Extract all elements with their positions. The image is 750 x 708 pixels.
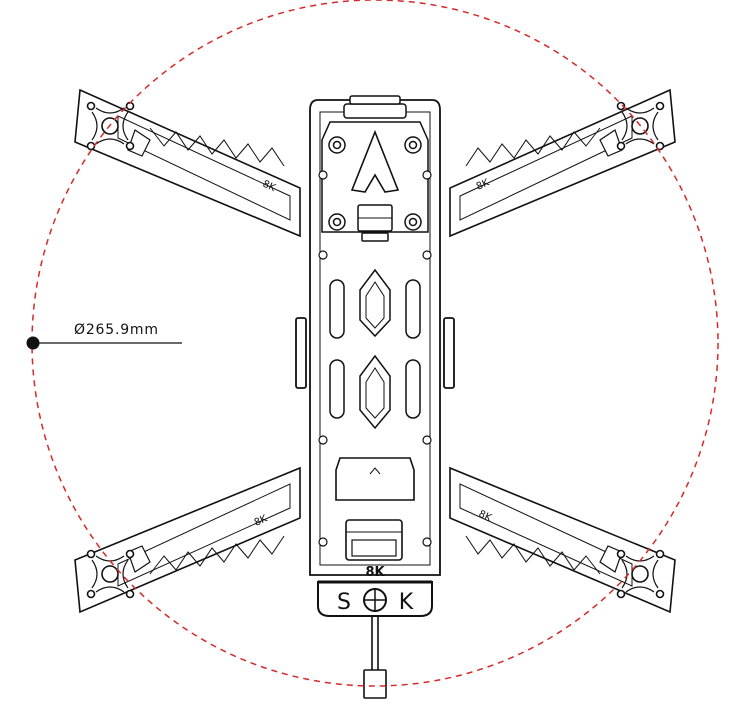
arm-rear-left — [74, 466, 301, 614]
top-plate — [321, 95, 429, 242]
arm-rear-right — [449, 466, 676, 614]
arm-marking-rear-left: 8K — [253, 513, 270, 528]
antenna-connector — [363, 616, 387, 699]
arm-front-left — [74, 88, 301, 238]
motor-mount-front-right — [616, 101, 665, 151]
plate-letter-right: K — [399, 590, 414, 615]
arm-front-right — [449, 88, 676, 238]
dimension-leader — [26, 336, 182, 350]
arm-marking-front-right: 8K — [475, 177, 492, 192]
plate-letter-left: S — [337, 590, 351, 615]
motor-mount-front-left — [86, 101, 135, 151]
frame-marking: 8K — [365, 565, 385, 580]
arm-marking-rear-right: 8K — [477, 509, 494, 524]
tail-plate — [317, 580, 433, 617]
dimension-label: Ø265.9mm — [74, 322, 159, 338]
mount-holes — [318, 170, 432, 547]
arm-marking-front-left: 8K — [261, 179, 278, 194]
battery-slot — [335, 457, 415, 501]
camera-mount — [345, 519, 403, 561]
plate-cutouts — [329, 268, 421, 430]
diagonal-dimension-circle — [31, 0, 719, 687]
